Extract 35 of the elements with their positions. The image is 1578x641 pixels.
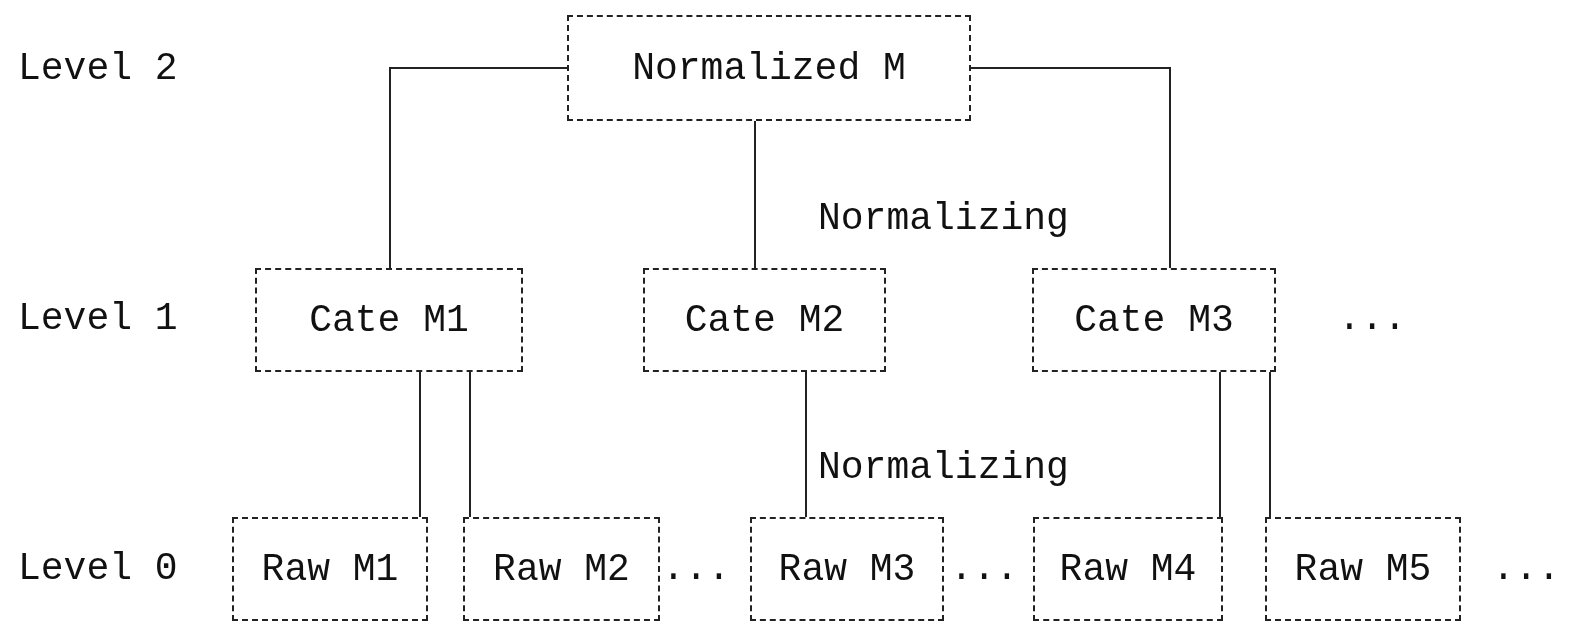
process-box <box>750 517 944 621</box>
process-box <box>232 517 428 621</box>
node-label: Raw M3 <box>778 547 916 591</box>
node-label: Raw M4 <box>1059 547 1197 591</box>
text-label: ... <box>662 550 731 588</box>
node-label: Cate M1 <box>309 298 469 342</box>
process-box <box>567 15 971 121</box>
connector-line <box>754 120 756 269</box>
process-box <box>1032 268 1276 372</box>
connector-line <box>805 371 807 518</box>
node-label: Raw M2 <box>493 547 630 591</box>
process-box <box>255 268 523 372</box>
text-label: ... <box>950 550 1019 588</box>
node-label: Normalized M <box>632 46 906 90</box>
text-label: Normalizing <box>818 449 1069 487</box>
text-label: Level 0 <box>18 550 178 588</box>
process-box <box>1265 517 1461 621</box>
connector-line <box>970 67 1171 269</box>
node-label: Cate M3 <box>1074 298 1234 342</box>
process-box <box>643 268 886 372</box>
text-label: ... <box>1492 550 1561 588</box>
connector-line <box>419 371 421 518</box>
node-label: Cate M2 <box>684 298 845 342</box>
node-label: Raw M5 <box>1294 547 1432 591</box>
node-label: Raw M1 <box>261 547 399 591</box>
process-box <box>1033 517 1223 621</box>
text-label: Level 2 <box>18 50 178 88</box>
connector-line <box>1269 371 1271 518</box>
text-label: Normalizing <box>818 200 1069 238</box>
text-label: ... <box>1338 300 1407 338</box>
connector-line <box>1219 371 1221 518</box>
process-box <box>463 517 660 621</box>
connector-line <box>389 67 568 269</box>
connector-line <box>469 371 471 518</box>
text-label: Level 1 <box>18 300 178 338</box>
